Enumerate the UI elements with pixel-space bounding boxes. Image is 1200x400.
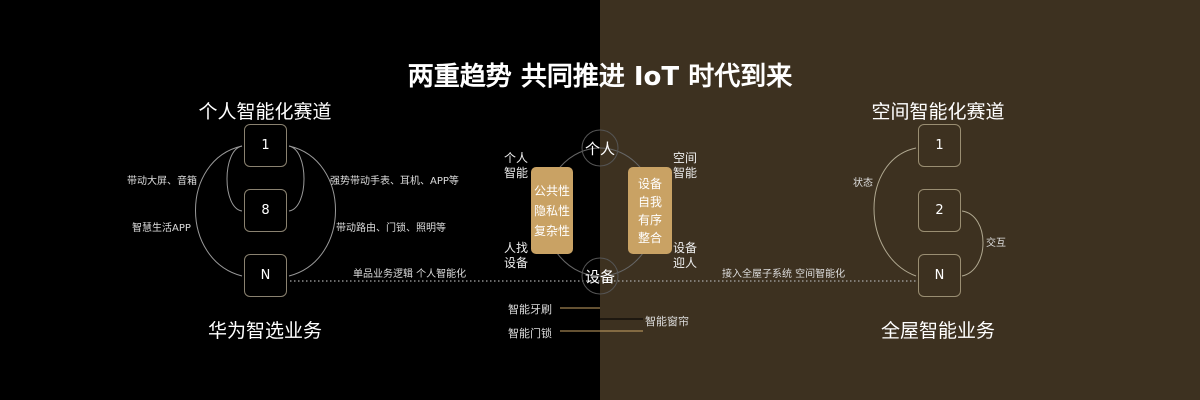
left-arc-inner-right [288, 145, 305, 212]
left-arc-outer-right [288, 145, 336, 277]
right-box-2: 2 [918, 189, 961, 232]
label-smart-life-app: 智慧生活APP [132, 223, 191, 234]
right-heading: 空间智能化赛道 [871, 101, 1005, 123]
right-footer: 全屋智能业务 [880, 320, 995, 342]
left-box-1: 1 [244, 124, 287, 167]
right-arc-state [873, 147, 917, 277]
top-node-ring [581, 129, 619, 167]
card-line: 设备 [637, 176, 662, 191]
label-space-link: 接入全屋子系统 空间智能化 [722, 269, 846, 280]
label-watch-earphone: 强势带动手表、耳机、APP等 [330, 176, 459, 187]
label-person-find-device: 人找设备 [504, 241, 529, 270]
card-line: 整合 [637, 230, 662, 245]
left-footer: 华为智选业务 [207, 320, 322, 342]
bottom-node-ring [581, 257, 619, 295]
right-arc-interact [961, 210, 984, 277]
page-title: 两重趋势 共同推进 IoT 时代到来 [407, 62, 793, 92]
left-arc-outer-left [195, 145, 243, 277]
label-state: 状态 [853, 178, 873, 189]
right-box-n: N [918, 254, 961, 297]
right-panel [600, 0, 1200, 400]
label-screen-speaker: 带动大屏、音箱 [127, 176, 197, 187]
device-toothbrush: 智能牙刷 [508, 303, 552, 316]
right-box-1: 1 [918, 124, 961, 167]
label-personal-link: 单品业务逻辑 个人智能化 [353, 269, 467, 280]
right-card: 设备 自我 有序 整合 [628, 167, 672, 254]
device-curtain: 智能窗帘 [645, 315, 689, 328]
left-arc-inner-left [226, 145, 243, 212]
left-card: 公共性 隐私性 复杂性 [531, 167, 573, 254]
node-device: 设备 [584, 268, 615, 286]
label-router-lock: 带动路由、门锁、照明等 [336, 223, 446, 234]
card-line: 有序 [637, 212, 662, 227]
card-line: 自我 [637, 194, 662, 209]
label-interact: 交互 [986, 238, 1006, 249]
card-line: 复杂性 [533, 223, 570, 238]
left-box-n: N [244, 254, 287, 297]
label-personal-smart: 个人智能 [504, 151, 529, 180]
card-line: 公共性 [533, 183, 570, 198]
left-heading: 个人智能化赛道 [198, 101, 332, 123]
device-lock: 智能门锁 [508, 327, 552, 340]
card-line: 隐私性 [533, 203, 570, 218]
label-space-smart: 空间智能 [673, 151, 698, 180]
label-device-greet: 设备迎人 [673, 241, 698, 270]
left-box-8: 8 [244, 189, 287, 232]
node-person: 个人 [584, 140, 615, 158]
